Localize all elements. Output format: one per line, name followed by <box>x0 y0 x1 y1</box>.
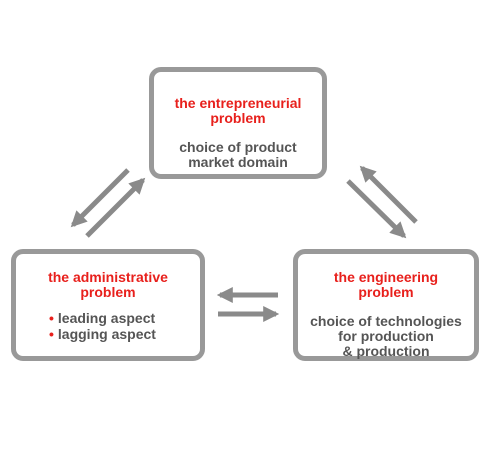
engineering-body-line1: choice of technologies <box>310 313 462 329</box>
engineering-body-line3: & production <box>342 343 430 359</box>
engineering-title-line2: problem <box>358 284 414 300</box>
bullet-dot-icon: • <box>49 326 54 342</box>
bullet-text-lagging: lagging aspect <box>57 326 156 342</box>
list-item: •lagging aspect <box>49 326 200 342</box>
entrepreneurial-problem-box: the entrepreneurial problem choice of pr… <box>149 67 327 179</box>
list-item: •leading aspect <box>49 310 200 326</box>
engineering-title: the engineering problem <box>298 270 474 300</box>
entrepreneurial-title: the entrepreneurial problem <box>154 96 322 126</box>
entrepreneurial-title-line1: the entrepreneurial <box>174 95 302 111</box>
engineering-description: choice of technologies for production & … <box>298 314 474 359</box>
administrative-bullet-list: •leading aspect •lagging aspect <box>16 310 200 342</box>
bullet-dot-icon: • <box>49 310 54 326</box>
engineering-body-line2: for production <box>338 328 434 344</box>
entrepreneurial-title-line2: problem <box>210 110 266 126</box>
administrative-title-line2: problem <box>80 284 136 300</box>
engineering-title-line1: the engineering <box>333 269 439 285</box>
entrepreneurial-body-line2: market domain <box>188 154 288 170</box>
administrative-problem-box: the administrative problem •leading aspe… <box>11 249 205 361</box>
engineering-problem-box: the engineering problem choice of techno… <box>293 249 479 361</box>
entrepreneurial-description: choice of product market domain <box>154 140 322 170</box>
arrow-eng-to-entre <box>359 165 418 224</box>
administrative-title: the administrative problem <box>16 270 200 300</box>
administrative-title-line1: the administrative <box>48 269 168 285</box>
arrow-entre-to-eng <box>346 179 407 239</box>
arrow-admin-to-entre <box>85 177 146 238</box>
bullet-text-leading: leading aspect <box>57 310 156 326</box>
entrepreneurial-body-line1: choice of product <box>179 139 297 155</box>
arrow-entre-to-admin <box>70 168 130 228</box>
